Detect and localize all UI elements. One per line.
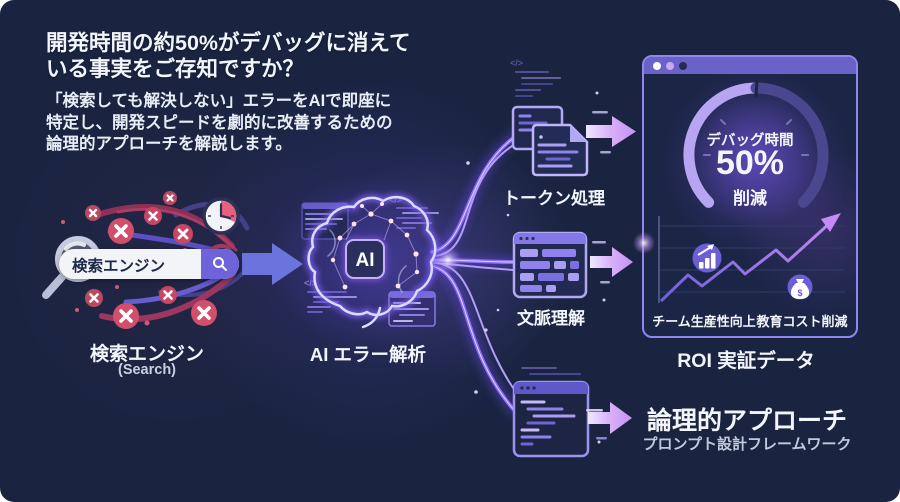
brain-outline xyxy=(305,193,439,329)
headline-line: 開発時間の約50%がデバッグに消えて xyxy=(46,31,411,55)
neural-network-edges xyxy=(332,203,418,288)
code-snippet-lines: </> xyxy=(510,58,561,97)
search-button[interactable] xyxy=(201,249,239,279)
brain-illustration: AI xyxy=(305,193,439,329)
error-x-icon xyxy=(113,303,139,329)
window-titlebar xyxy=(644,57,856,74)
context-window-icon xyxy=(512,231,588,299)
window-control-dot xyxy=(679,62,687,70)
error-x-icon xyxy=(144,207,162,225)
gauge-caption: 削減 xyxy=(733,189,767,208)
brain-glow xyxy=(270,174,466,350)
search-icon xyxy=(213,257,227,272)
stream-particles xyxy=(466,91,606,444)
headline-line: いる事実をご存知ですか？ xyxy=(46,57,305,81)
metric-training-cost: 教育コスト削減 xyxy=(756,314,848,329)
error-x-icon xyxy=(173,224,193,244)
subheadline-line: 論理的アプローチを解説します。 xyxy=(46,135,292,153)
branch-arrow xyxy=(586,116,636,147)
search-engine-label: 検索エンジン xyxy=(89,344,204,365)
svg-text:</>: </> xyxy=(389,195,402,205)
search-input[interactable]: 検索エンジン xyxy=(59,249,239,279)
code-snippet-lines: </> xyxy=(304,278,357,313)
subheadline: 「検索しても解決しない」エラーをAIで即座に 特定し、開発スピードを劇的に改善す… xyxy=(46,91,393,156)
neural-network-nodes xyxy=(330,202,420,290)
speed-dashes xyxy=(586,409,607,440)
svg-text:</>: </> xyxy=(304,278,317,288)
logical-approach-title: 論理的アプローチ xyxy=(646,407,847,435)
token-processing-label: トークン処理 xyxy=(503,189,605,208)
speed-dashes xyxy=(592,111,611,154)
search-engine-sublabel: (Search) xyxy=(117,362,177,378)
ai-error-analysis-label: AI エラー解析 xyxy=(309,344,427,365)
error-x-icon xyxy=(108,218,134,244)
code-snippet-window xyxy=(388,291,436,327)
window-control-dot xyxy=(666,62,674,70)
prompt-window-icon xyxy=(512,380,590,458)
window-control-dot xyxy=(653,62,661,70)
prompt-framework-subtitle: プロンプト設計フレームワーク xyxy=(642,436,852,453)
svg-text:</>: </> xyxy=(510,58,523,68)
error-x-icon xyxy=(163,191,177,205)
metric-team-productivity: チーム生産性向上 xyxy=(652,314,756,329)
token-files-icon xyxy=(511,105,589,177)
gauge-value: 50% xyxy=(715,144,785,182)
search-input-value: 検索エンジン xyxy=(72,258,166,275)
code-snippet-window xyxy=(301,202,349,240)
flow-streams xyxy=(427,131,521,415)
error-x-icon xyxy=(85,205,101,221)
search-to-ai-arrow xyxy=(242,243,303,285)
error-x-icon xyxy=(85,289,103,307)
subheadline-line: 特定し、開発スピードを劇的に改善するための xyxy=(46,113,393,132)
ai-chip-label: AI xyxy=(356,250,375,271)
context-understanding-label: 文脈理解 xyxy=(517,309,585,328)
error-x-icon xyxy=(191,300,217,326)
branch-arrow xyxy=(590,247,633,277)
speed-dashes xyxy=(592,241,610,284)
subheadline-line: 「検索しても解決しない」エラーをAIで即座に xyxy=(46,92,392,110)
headline: 開発時間の約50%がデバッグに消えて いる事実をご存知ですか？ xyxy=(46,30,410,82)
roi-data-label: ROI 実証データ xyxy=(677,350,815,372)
ai-chip: AI xyxy=(343,237,387,281)
code-snippet-lines: </> xyxy=(389,195,439,229)
code-snippet-lines xyxy=(521,367,581,375)
error-x-icon xyxy=(159,286,177,304)
clock-icon xyxy=(202,197,240,235)
